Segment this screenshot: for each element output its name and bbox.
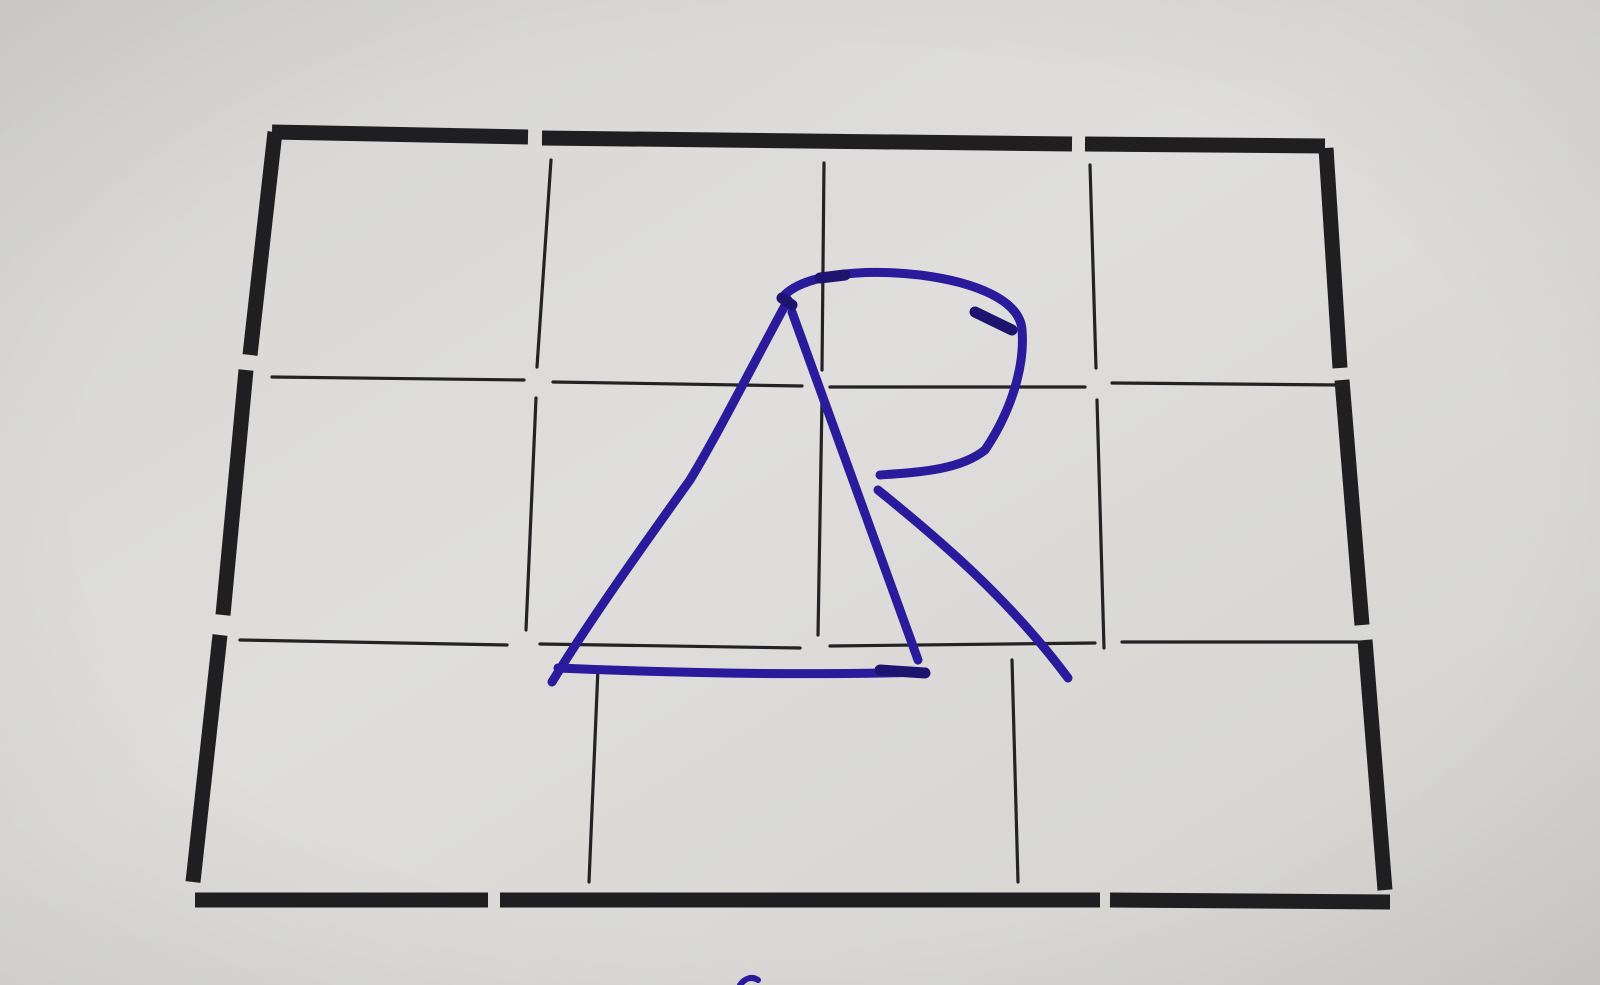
letter-r-bowl: [777, 267, 1027, 480]
ink-blot-top: [814, 269, 851, 284]
triangle-right-side: [787, 307, 923, 665]
letter-r-leg: [873, 485, 1073, 683]
grid-h1-seg4: [1110, 381, 1342, 387]
frame-top-middle: [541, 130, 1073, 152]
frame-left-middle: [215, 369, 254, 616]
grid-h1-seg2: [551, 380, 804, 388]
frame-top-right: [1084, 136, 1326, 154]
triangle-base: [553, 663, 930, 679]
ink-blot-base: [874, 664, 931, 679]
frame-top-left: [271, 124, 529, 145]
inner-grid: [238, 158, 1360, 884]
outer-frame: [185, 124, 1393, 910]
frame-left-bottom: [185, 634, 228, 883]
pen-drawing: [547, 267, 1073, 687]
frame-right-middle: [1334, 379, 1370, 626]
frame-right-top: [1318, 147, 1348, 369]
grid-v1-seg2: [524, 396, 538, 632]
grid-h1-seg1: [270, 375, 526, 382]
triangle-left-side: [547, 295, 793, 687]
grid-h2-seg1: [238, 638, 509, 647]
grid-h2-seg2: [538, 642, 802, 650]
pen-mark-bottom-edge: [737, 974, 761, 985]
frame-left-top: [242, 131, 283, 356]
grid-v3-seg1: [1088, 163, 1098, 370]
pen-ink-blots: [776, 269, 1018, 679]
ink-blot-apex: [776, 292, 798, 311]
grid-v5: [1010, 658, 1020, 884]
frame-right-bottom: [1357, 639, 1393, 891]
frame-bottom-right: [1109, 892, 1391, 910]
ink-blot-bowl: [969, 306, 1018, 336]
grid-v2-seg2: [816, 398, 824, 637]
grid-v4: [587, 666, 600, 884]
grid-v2-seg1: [820, 161, 826, 372]
grid-v1-seg1: [535, 158, 553, 369]
grid-v3-seg2: [1095, 398, 1106, 650]
grid-h2-seg3: [828, 641, 1097, 648]
